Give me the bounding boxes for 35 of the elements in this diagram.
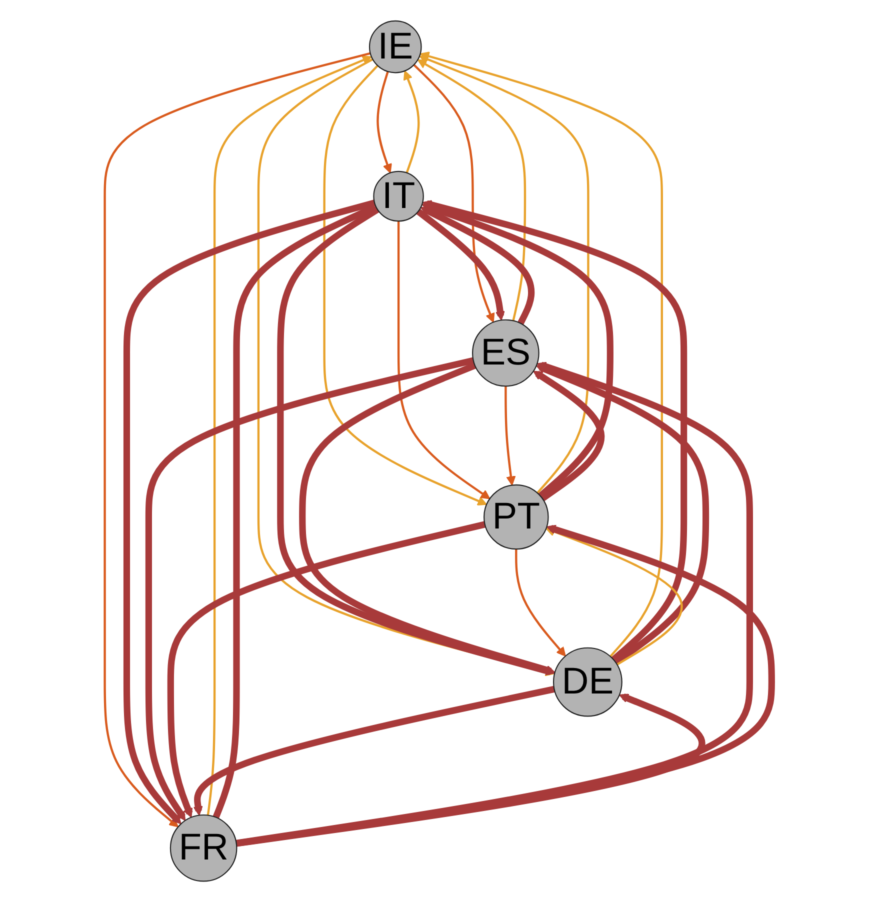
arrow <box>536 364 710 665</box>
node-circle: ES <box>472 319 540 387</box>
arrow <box>207 56 372 816</box>
arrow <box>104 52 371 828</box>
arrow <box>277 206 556 676</box>
arrow <box>418 59 526 321</box>
arrow <box>236 362 754 846</box>
arrow <box>404 70 420 174</box>
arrow <box>376 71 392 174</box>
arrow <box>236 693 705 847</box>
arrow <box>146 357 474 821</box>
arrow <box>236 524 776 847</box>
arrow <box>398 221 490 500</box>
arrow <box>213 205 377 819</box>
arrow <box>299 362 556 675</box>
node-circle: IT <box>373 170 424 222</box>
arrow <box>416 208 506 321</box>
arrow <box>533 370 605 502</box>
node-circle: FR <box>170 814 238 882</box>
arrow <box>124 200 376 824</box>
arrow <box>194 686 556 816</box>
arrow <box>546 527 683 666</box>
arrow <box>515 549 566 657</box>
node-circle: DE <box>553 647 623 717</box>
arrow <box>413 64 495 323</box>
arrow <box>258 58 556 676</box>
arrow <box>168 521 486 818</box>
node-circle: IE <box>369 20 422 74</box>
arrow <box>504 386 516 486</box>
node-circle: PT <box>484 484 550 550</box>
arrow <box>422 202 614 498</box>
arrow <box>324 64 488 506</box>
arrow <box>419 54 590 494</box>
arrow <box>420 52 664 658</box>
arrow <box>420 206 535 325</box>
